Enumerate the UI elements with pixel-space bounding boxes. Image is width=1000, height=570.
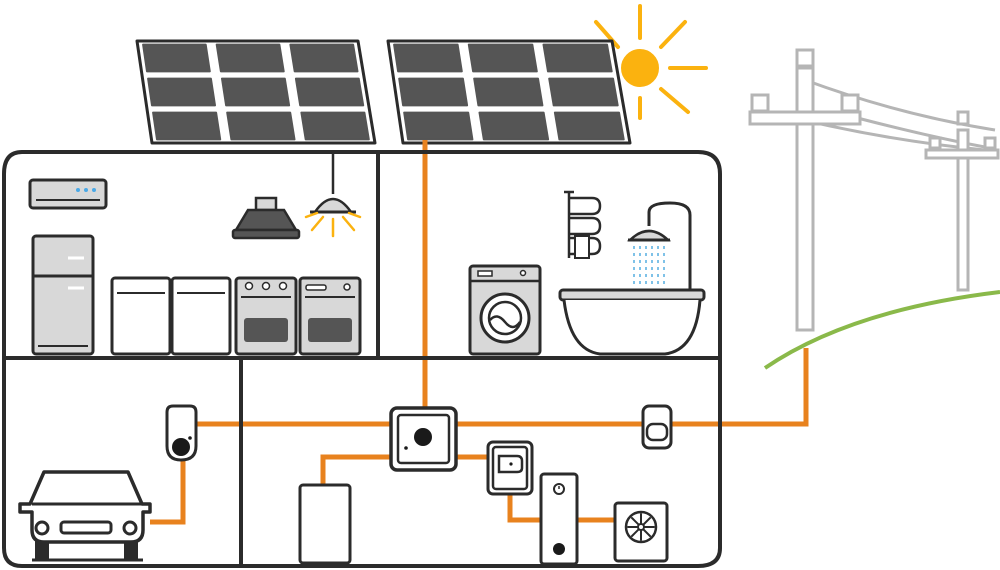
ceiling-lamp-icon <box>304 152 362 238</box>
power-pole-icon <box>748 48 862 332</box>
oven-icon <box>298 276 362 356</box>
range-hood-icon <box>231 196 301 240</box>
cabinet-icon <box>110 276 172 356</box>
stove-icon <box>234 276 298 356</box>
solar-panel-icon <box>386 39 632 145</box>
bathtub-icon <box>558 288 706 356</box>
battery-storage-icon <box>298 483 352 565</box>
house <box>2 150 722 568</box>
wire <box>670 348 809 427</box>
electricity-meter-icon <box>641 404 673 450</box>
wire <box>507 494 543 523</box>
wiring <box>150 140 809 525</box>
utility-room <box>298 404 673 566</box>
bathroom <box>468 190 706 356</box>
power-line <box>804 78 996 132</box>
kitchen <box>28 152 362 356</box>
wire <box>150 455 186 525</box>
wire <box>320 454 393 485</box>
inverter-icon <box>389 406 458 472</box>
power-pole-icon <box>924 110 1000 292</box>
water-heater-icon <box>539 472 579 566</box>
shower-icon <box>626 201 692 292</box>
garage <box>18 404 198 562</box>
solar-panel-icon <box>135 39 377 145</box>
house-outline <box>2 150 722 568</box>
air-conditioner-icon <box>28 178 108 210</box>
sun-icon <box>594 4 708 120</box>
wallbox-charger-icon <box>165 404 198 462</box>
grass-hill <box>763 290 1000 370</box>
energy-manager-icon <box>486 440 534 496</box>
power-grid <box>748 48 1000 332</box>
refrigerator-icon <box>31 234 95 356</box>
washing-machine-icon <box>468 264 542 356</box>
car-icon <box>18 470 152 562</box>
cabinet-icon <box>170 276 232 356</box>
heat-pump-icon <box>613 501 669 563</box>
towel-radiator-icon <box>564 190 602 259</box>
